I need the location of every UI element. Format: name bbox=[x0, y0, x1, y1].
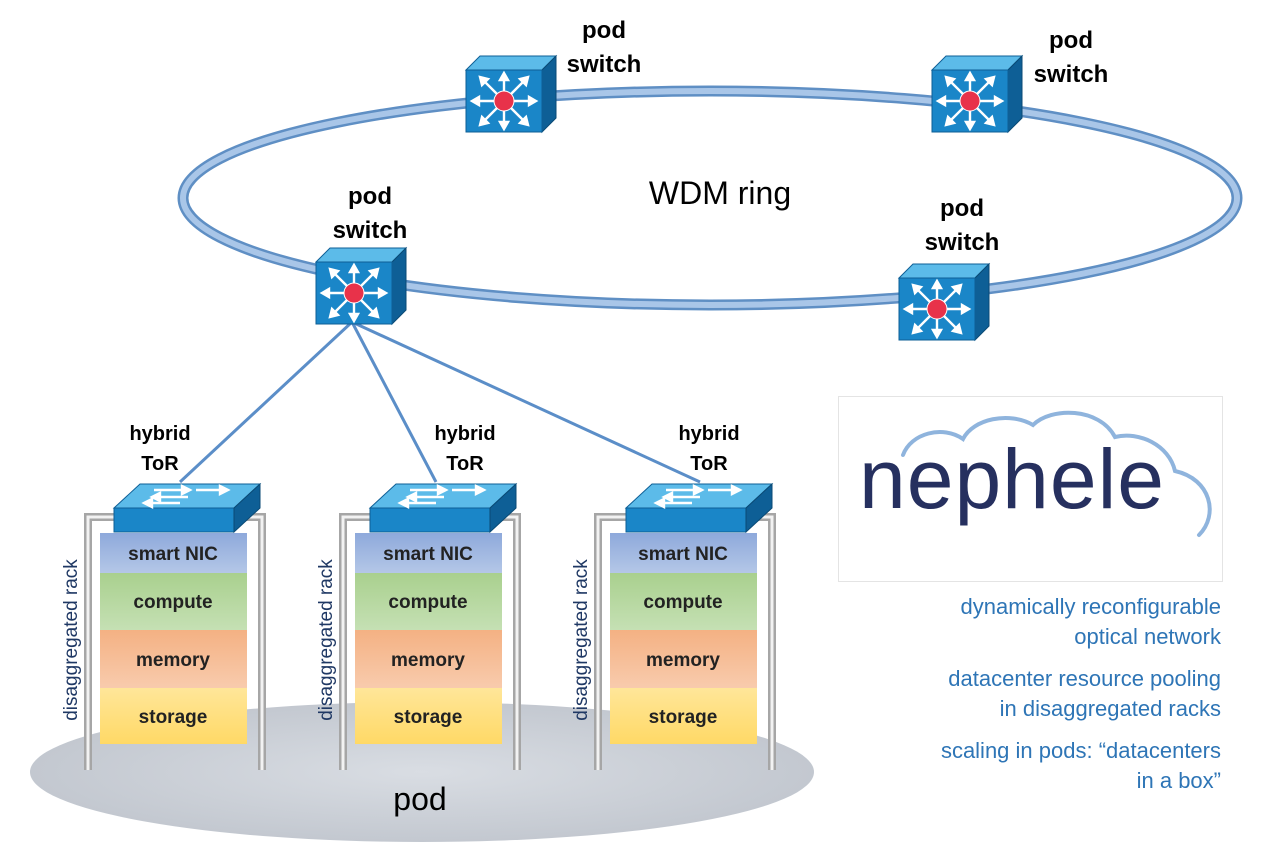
rack-side-label: disaggregated rack bbox=[61, 559, 82, 721]
layer-smart-nic bbox=[100, 533, 247, 573]
nephele-logo: nephele bbox=[838, 396, 1223, 582]
pod-switch-label: switch bbox=[1034, 61, 1109, 88]
feature-item: datacenter resource pooling in disaggreg… bbox=[801, 664, 1221, 724]
rack-1: smart NIC compute memory storage disaggr… bbox=[61, 423, 266, 770]
rack-3: smart NIC compute memory storage disaggr… bbox=[571, 423, 776, 770]
feature-line: in a box” bbox=[1136, 768, 1221, 793]
cloud-outline-icon bbox=[901, 410, 1212, 537]
tor-switch-icon bbox=[112, 482, 262, 534]
wdm-ring-highlight bbox=[180, 88, 1240, 308]
layer-compute bbox=[355, 573, 502, 630]
layer-label: smart NIC bbox=[128, 544, 218, 565]
feature-list: dynamically reconfigurable optical netwo… bbox=[801, 592, 1221, 808]
rack-side-label: disaggregated rack bbox=[316, 559, 337, 721]
pod-switch-icon bbox=[464, 54, 558, 134]
pod-switch-icon bbox=[930, 54, 1024, 134]
pod-switch-label: switch bbox=[925, 229, 1000, 256]
pod-switch-label: pod bbox=[582, 17, 626, 44]
layer-label: smart NIC bbox=[383, 544, 473, 565]
feature-line: scaling in pods: “datacenters bbox=[940, 738, 1221, 763]
feature-line: dynamically reconfigurable bbox=[960, 594, 1221, 619]
feature-line: in disaggregated racks bbox=[999, 696, 1221, 721]
layer-label: memory bbox=[646, 650, 720, 671]
layer-label: compute bbox=[133, 592, 212, 613]
tor-switch-icon bbox=[368, 482, 518, 534]
tor-switch-icon bbox=[624, 482, 774, 534]
link-tor-3 bbox=[351, 320, 701, 484]
wdm-ring-label: WDM ring bbox=[649, 175, 791, 211]
pod-switch-label: switch bbox=[333, 217, 408, 244]
feature-line: optical network bbox=[1074, 624, 1221, 649]
pod-switch-label: pod bbox=[1049, 27, 1093, 54]
layer-label: smart NIC bbox=[638, 544, 728, 565]
layer-compute bbox=[100, 573, 247, 630]
pod-switch-icon bbox=[314, 246, 408, 326]
layer-memory bbox=[100, 630, 247, 688]
layer-label: storage bbox=[649, 707, 718, 728]
layer-label: storage bbox=[139, 707, 208, 728]
layer-compute bbox=[610, 573, 757, 630]
tor-label: hybrid bbox=[129, 423, 190, 445]
pod-switch-label: pod bbox=[348, 183, 392, 210]
feature-line: datacenter resource pooling bbox=[948, 666, 1221, 691]
layer-label: storage bbox=[394, 707, 463, 728]
tor-label: ToR bbox=[446, 453, 484, 475]
tor-label: hybrid bbox=[434, 423, 495, 445]
layer-memory bbox=[610, 630, 757, 688]
feature-item: scaling in pods: “datacenters in a box” bbox=[801, 736, 1221, 796]
layer-label: compute bbox=[388, 592, 467, 613]
pod-switch-label: switch bbox=[567, 51, 642, 78]
layer-smart-nic bbox=[355, 533, 502, 573]
tor-label: ToR bbox=[690, 453, 728, 475]
tor-label: ToR bbox=[141, 453, 179, 475]
rack-2: smart NIC compute memory storage disaggr… bbox=[316, 423, 521, 770]
layer-memory bbox=[355, 630, 502, 688]
layer-storage bbox=[100, 688, 247, 744]
layer-storage bbox=[610, 688, 757, 744]
logo-wordmark: nephele bbox=[859, 432, 1165, 526]
tor-label: hybrid bbox=[678, 423, 739, 445]
layer-smart-nic bbox=[610, 533, 757, 573]
layer-storage bbox=[355, 688, 502, 744]
link-tor-1 bbox=[178, 320, 354, 484]
pod-switch-icon bbox=[897, 262, 991, 342]
pod-label: pod bbox=[393, 781, 446, 817]
link-tor-2 bbox=[350, 321, 438, 483]
rack-side-label: disaggregated rack bbox=[571, 559, 592, 721]
layer-label: memory bbox=[391, 650, 465, 671]
layer-label: memory bbox=[136, 650, 210, 671]
pod-switch-label: pod bbox=[940, 195, 984, 222]
layer-label: compute bbox=[643, 592, 722, 613]
feature-item: dynamically reconfigurable optical netwo… bbox=[801, 592, 1221, 652]
